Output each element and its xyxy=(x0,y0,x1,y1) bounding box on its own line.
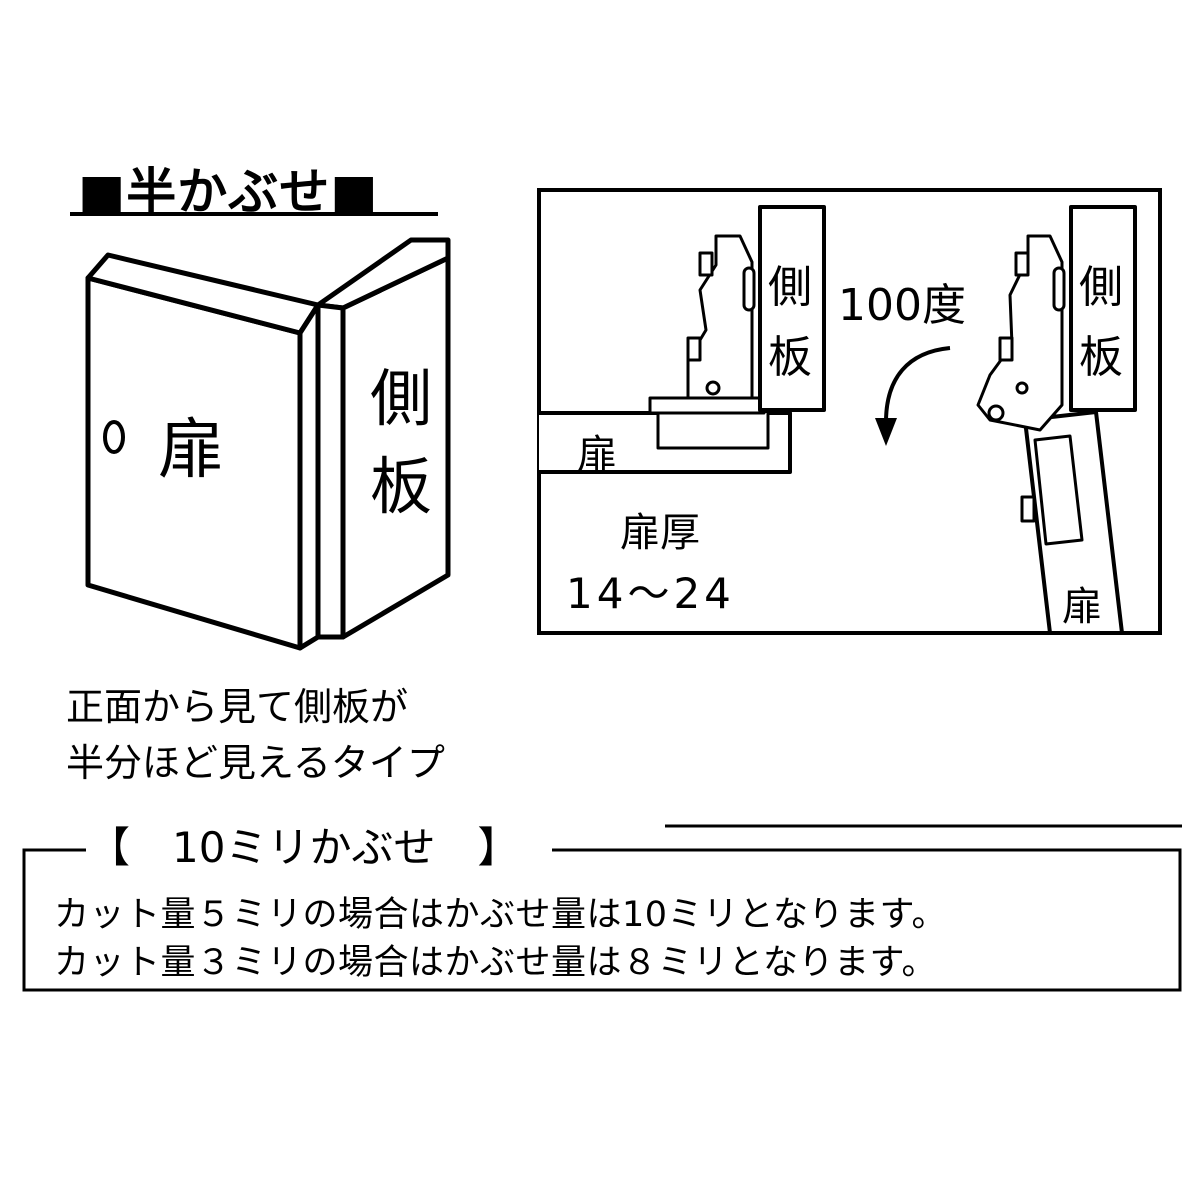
open-door-cup xyxy=(1033,434,1084,546)
open-door-label: 扉 xyxy=(1062,584,1102,630)
note-title: 【 10ミリかぶせ 】 xyxy=(88,823,520,872)
open-angle-label: 100度 xyxy=(838,280,966,331)
closed-side-panel xyxy=(758,205,826,412)
hinge-closed xyxy=(539,205,826,474)
open-hinge-slot xyxy=(1052,266,1066,312)
note-line-1: カット量５ミリの場合はかぶせ量は10ミリとなります。 xyxy=(54,895,947,935)
open-hinge-screw-top xyxy=(1014,251,1030,277)
open-door-screw xyxy=(1020,495,1036,523)
closed-side-label-2: 板 xyxy=(768,332,812,383)
note-frame xyxy=(22,848,1182,992)
hinge-cup xyxy=(656,413,770,450)
title-underline xyxy=(70,212,438,216)
side-panel-edge xyxy=(315,302,346,640)
hinge-arm xyxy=(686,234,754,400)
side-panel-face xyxy=(340,255,451,640)
side-panel-label-1: 側 xyxy=(370,362,432,435)
open-side-panel xyxy=(1069,205,1137,412)
door-edge xyxy=(297,302,321,651)
open-hinge-pivot-1 xyxy=(987,404,1005,422)
hinge-open xyxy=(976,205,1137,635)
door-label: 扉 xyxy=(158,411,224,488)
open-side-label-2: 板 xyxy=(1079,332,1123,383)
door-thickness-label: 扉厚 xyxy=(620,510,700,556)
note-line-2: カット量３ミリの場合はかぶせ量は８ミリとなります。 xyxy=(54,943,937,983)
hinge-plate xyxy=(648,396,766,415)
open-hinge-arm xyxy=(976,234,1064,432)
door-side-illustration xyxy=(85,237,451,651)
rotation-arrow xyxy=(884,346,951,423)
hinge-screw-bottom xyxy=(686,336,702,362)
closed-door-label: 扉 xyxy=(577,432,617,478)
closed-side-label-1: 側 xyxy=(768,262,812,313)
side-panel-label-2: 板 xyxy=(370,450,432,523)
hinge-slot xyxy=(742,266,756,312)
hinge-pivot xyxy=(705,380,721,396)
description-line-2: 半分ほど見えるタイプ xyxy=(66,741,445,785)
door-thickness-range: 14～24 xyxy=(566,569,735,618)
hinge-screw-top xyxy=(698,251,714,277)
description-line-1: 正面から見て側板が xyxy=(66,685,409,729)
open-side-label-1: 側 xyxy=(1079,262,1123,313)
rotation-arrowhead xyxy=(875,418,897,446)
open-hinge-screw-bottom xyxy=(998,336,1014,362)
section-title: ■半かぶせ■ xyxy=(78,163,379,221)
open-hinge-pivot-2 xyxy=(1015,381,1029,395)
door-handle xyxy=(103,420,125,454)
